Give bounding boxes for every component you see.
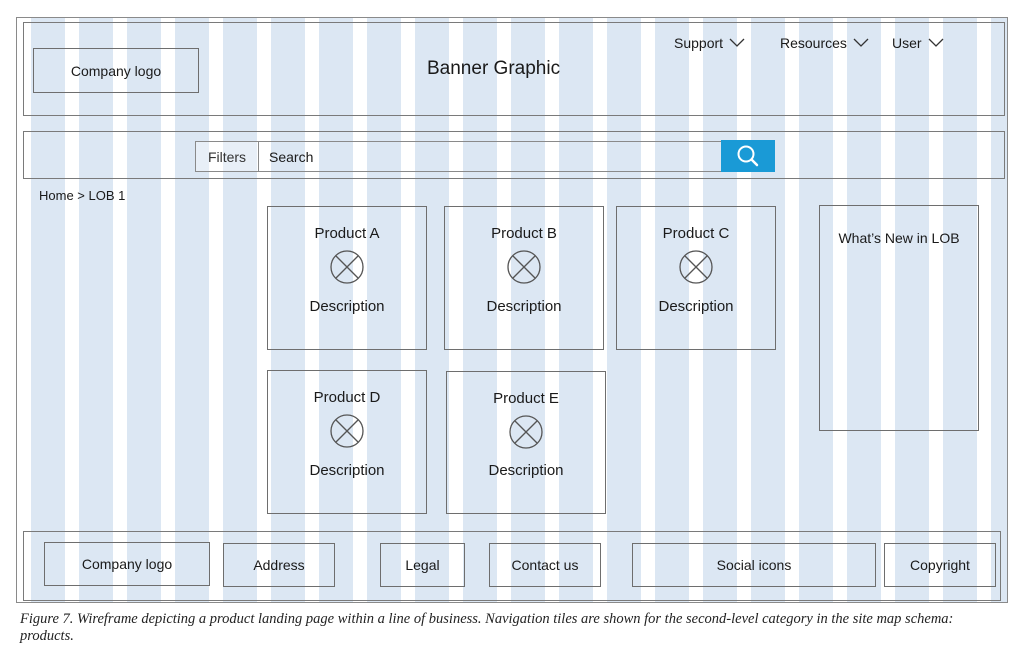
product-description: Description xyxy=(488,462,564,479)
nav-resources[interactable]: Resources xyxy=(780,35,869,51)
product-description: Description xyxy=(658,298,734,315)
header-logo-label: Company logo xyxy=(70,62,162,79)
product-title: Product C xyxy=(662,225,730,242)
whats-new-title: What’s New in LOB xyxy=(838,230,960,246)
product-title: Product A xyxy=(314,225,380,242)
footer xyxy=(23,531,1001,601)
footer-address[interactable]: Address xyxy=(223,543,335,587)
filters-label: Filters xyxy=(207,148,247,165)
banner-graphic: Banner Graphic xyxy=(427,58,561,79)
footer-copyright-label: Copyright xyxy=(910,557,970,573)
footer-company-logo[interactable]: Company logo xyxy=(44,542,210,586)
search-input-label: Search xyxy=(269,149,314,165)
filters-button[interactable]: Filters xyxy=(195,141,259,172)
product-title: Product D xyxy=(313,389,381,406)
footer-legal-link[interactable]: Legal xyxy=(380,543,465,587)
product-description: Description xyxy=(309,298,385,315)
image-placeholder-icon xyxy=(330,250,364,284)
product-tile-b[interactable]: Product B Description xyxy=(444,206,604,350)
product-title: Product E xyxy=(493,390,559,407)
footer-social-label: Social icons xyxy=(716,557,792,573)
nav-user-label: User xyxy=(892,35,922,51)
chevron-down-icon xyxy=(729,38,745,47)
footer-contact-link[interactable]: Contact us xyxy=(489,543,601,587)
figure-caption: Figure 7. Wireframe depicting a product … xyxy=(20,611,954,644)
footer-legal-label: Legal xyxy=(405,557,440,573)
footer-logo-label: Company logo xyxy=(81,556,173,572)
breadcrumb[interactable]: Home > LOB 1 xyxy=(39,188,126,203)
nav-support[interactable]: Support xyxy=(674,35,745,51)
footer-address-label: Address xyxy=(253,557,305,573)
nav-support-label: Support xyxy=(674,35,724,51)
search-button[interactable] xyxy=(721,140,775,172)
search-input[interactable]: Search xyxy=(259,141,721,172)
product-tile-e[interactable]: Product E Description xyxy=(446,371,606,514)
product-tile-c[interactable]: Product C Description xyxy=(616,206,776,350)
product-tile-d[interactable]: Product D Description xyxy=(267,370,427,514)
wireframe-frame: Company logo Banner Graphic Support Reso… xyxy=(16,17,1008,603)
product-description: Description xyxy=(486,298,562,315)
image-placeholder-icon xyxy=(330,414,364,448)
image-placeholder-icon xyxy=(679,250,713,284)
footer-contact-label: Contact us xyxy=(511,557,579,573)
product-tile-a[interactable]: Product A Description xyxy=(267,206,427,350)
whats-new-panel[interactable]: What’s New in LOB xyxy=(819,205,979,431)
image-placeholder-icon xyxy=(509,415,543,449)
header xyxy=(23,22,1005,116)
search-icon xyxy=(737,145,759,167)
chevron-down-icon xyxy=(853,38,869,47)
footer-copyright: Copyright xyxy=(884,543,996,587)
chevron-down-icon xyxy=(928,38,944,47)
nav-user[interactable]: User xyxy=(892,35,944,51)
header-company-logo[interactable]: Company logo xyxy=(33,48,199,93)
product-title: Product B xyxy=(491,225,557,242)
product-description: Description xyxy=(309,462,385,479)
footer-social-icons[interactable]: Social icons xyxy=(632,543,876,587)
search-bar xyxy=(23,131,1005,179)
image-placeholder-icon xyxy=(507,250,541,284)
nav-resources-label: Resources xyxy=(780,35,847,51)
